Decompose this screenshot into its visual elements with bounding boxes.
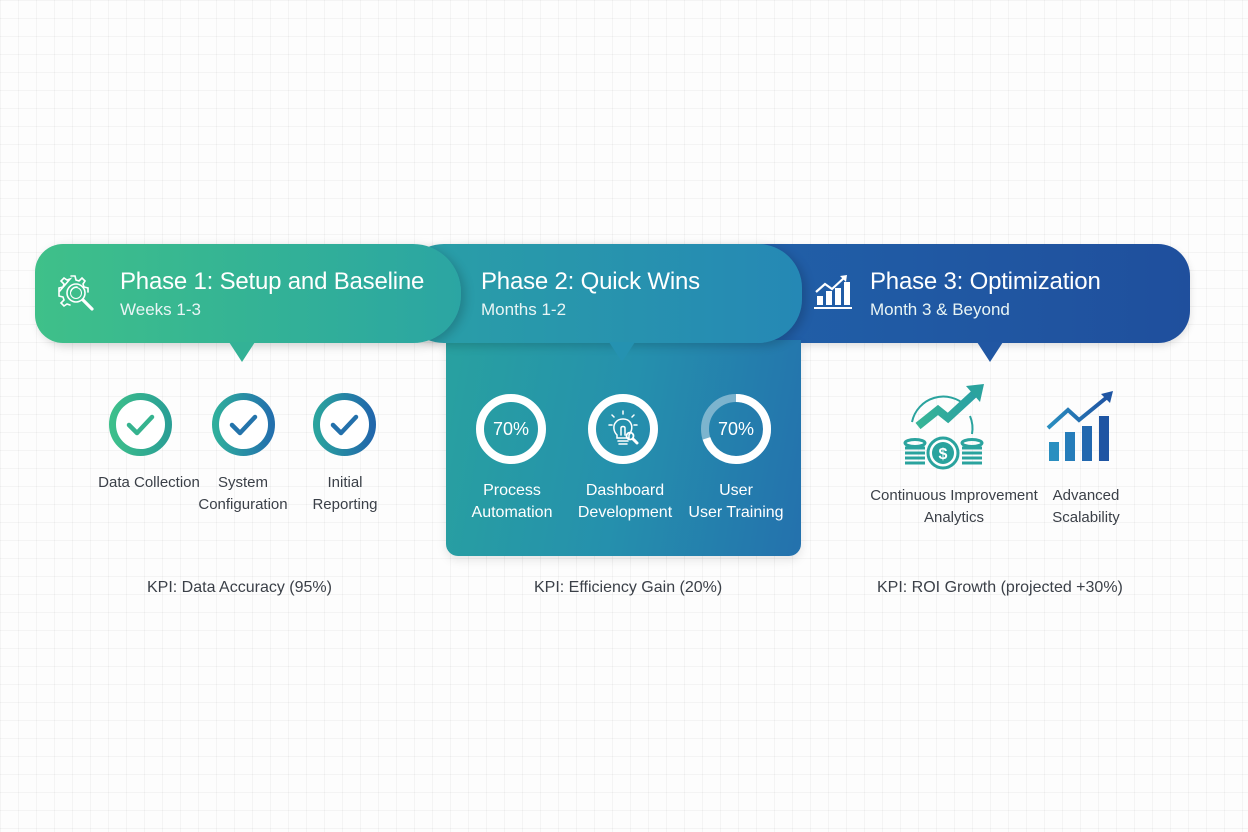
milestone-data-collection-label: Data Collection [98,474,200,491]
svg-text:$: $ [939,446,948,463]
phase-2-pointer [609,342,635,362]
bar-chart-growth-icon [1046,390,1118,469]
check-icon [126,414,155,436]
milestone-system-configuration-label: System Configuration [198,474,288,513]
milestone-initial-reporting-label: Initial Reporting [312,474,378,513]
milestone-initial-reporting-status [312,392,377,457]
phase-3-kpi: KPI: ROI Growth (projected +30%) [877,579,1123,596]
phase-3-pointer [977,342,1003,362]
milestone-data-collection-status [108,392,173,457]
milestone-dashboard-development-label: Dashboard Development [577,482,673,521]
phase-2-header [400,244,802,343]
growth-chart-icon [812,272,854,312]
progress-percent: 70% [492,418,530,439]
check-icon [229,414,258,436]
check-icon [330,414,359,436]
milestone-continuous-improvement-label: Continuous Improvement Analytics [870,487,1038,526]
milestone-process-automation-progress: 70% [475,393,547,465]
phase-2-subtitle: Months 1-2 [481,300,567,319]
phase-3-subtitle: Month 3 & Beyond [870,300,1010,319]
gear-magnifier-icon [55,272,99,316]
phase-1-title: Phase 1: Setup and Baseline [120,268,425,295]
phase-1-kpi: KPI: Data Accuracy (95%) [147,579,332,596]
milestone-user-training-progress: 70% [700,393,772,465]
milestone-advanced-scalability-label: Advanced Scalability [1052,487,1120,526]
progress-percent: 70% [717,418,755,439]
phase-1-pointer [229,342,255,362]
milestone-process-automation-label: Process Automation [471,482,553,521]
phase-2-title: Phase 2: Quick Wins [481,268,700,295]
phase-2-content-panel [446,340,801,556]
milestone-dashboard-development-status [587,393,659,465]
phase-2-kpi: KPI: Efficiency Gain (20%) [534,579,723,596]
phase-3-title: Phase 3: Optimization [870,268,1101,295]
phase-1-header [35,244,461,343]
milestone-user-training-label: User User Training [688,482,784,521]
phase-1-subtitle: Weeks 1-3 [120,300,201,319]
lightbulb-magnifier-icon [608,410,639,445]
money-growth-icon: $ [900,382,990,477]
milestone-system-configuration-status [211,392,276,457]
